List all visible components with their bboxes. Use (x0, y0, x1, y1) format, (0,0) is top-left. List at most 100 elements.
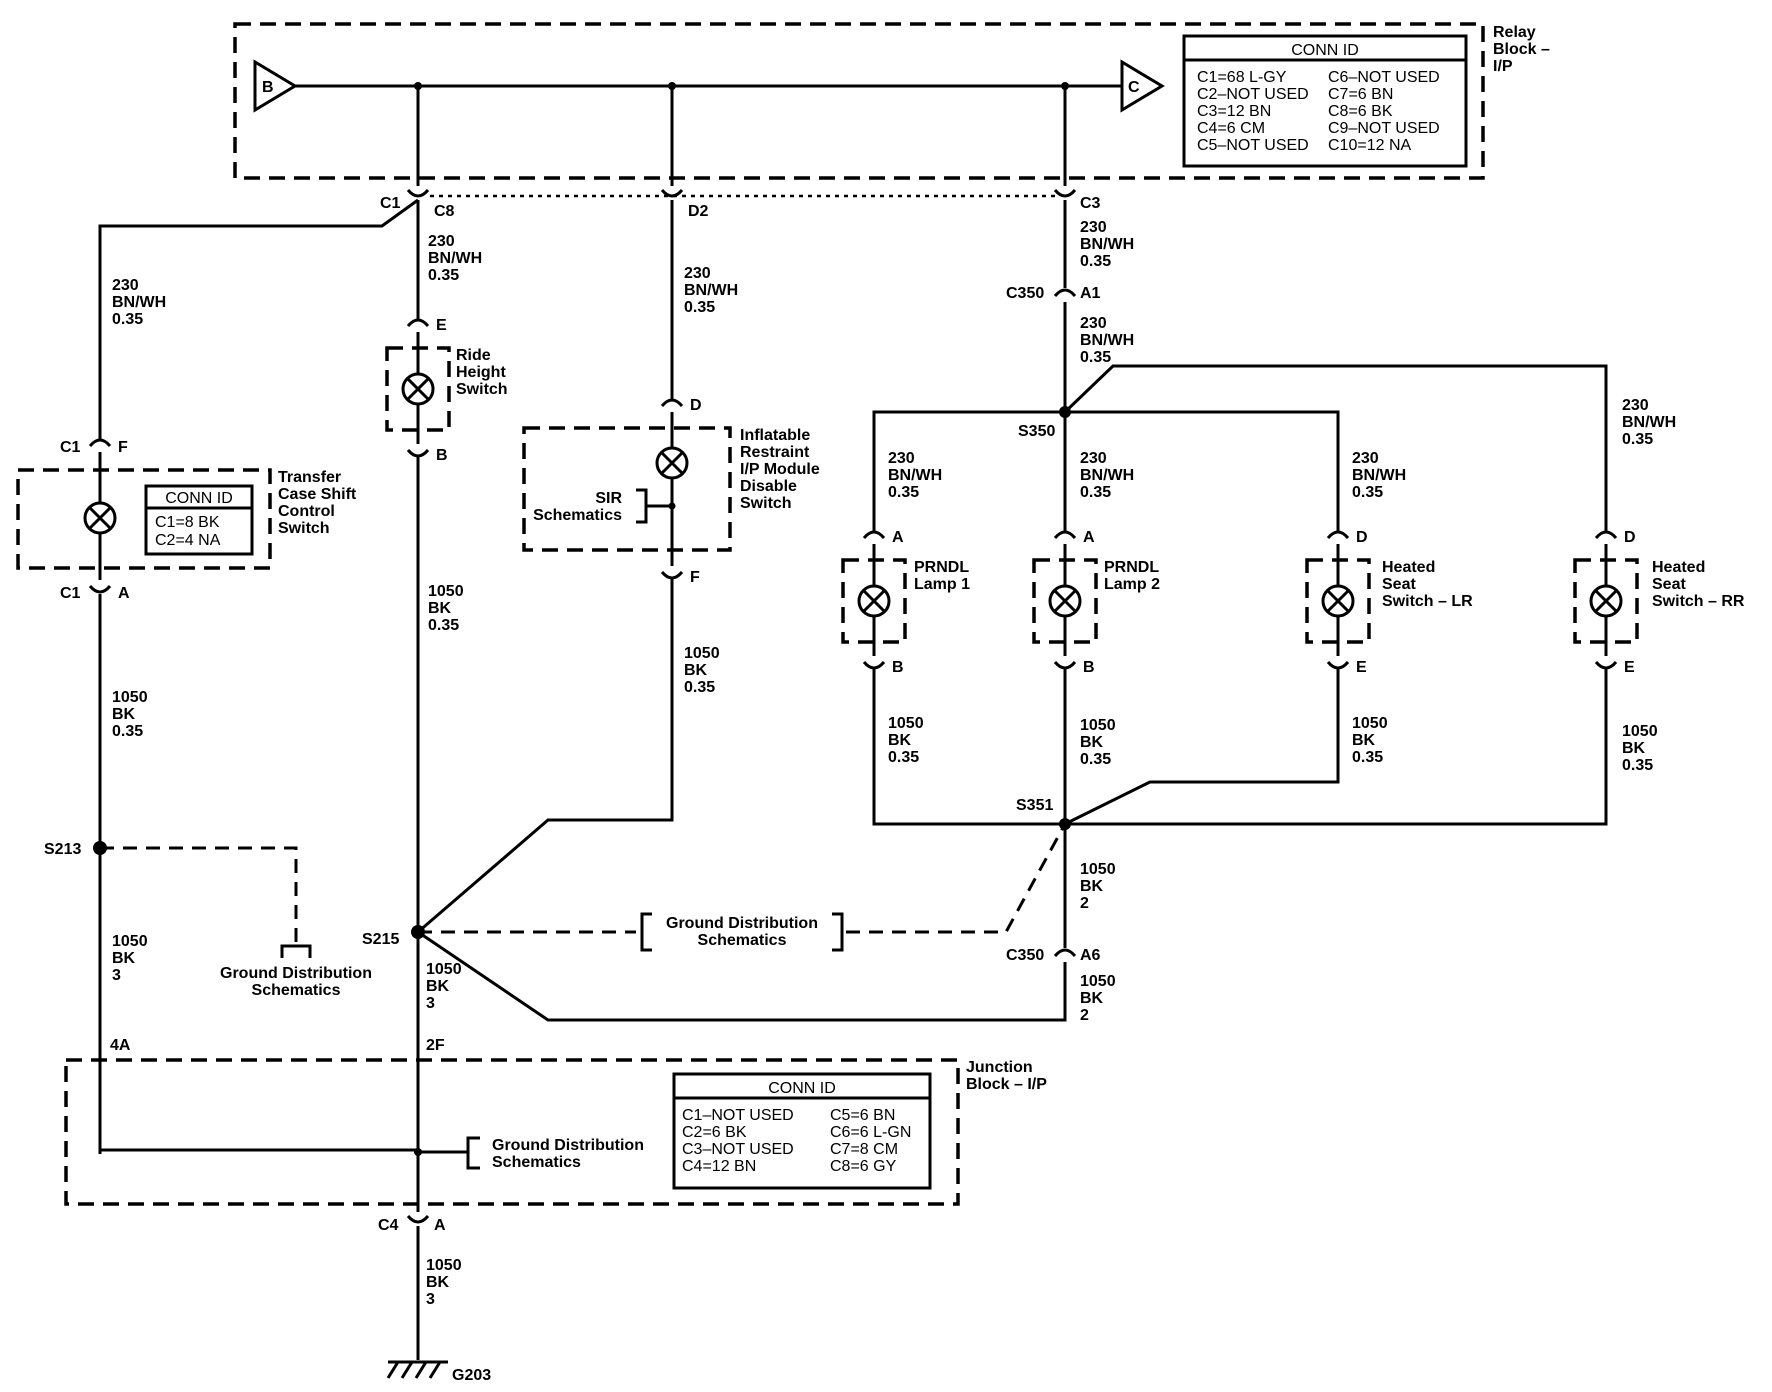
ground-label: G203 (452, 1367, 491, 1384)
connector-label-c350-top: C350 (1006, 285, 1044, 302)
gd2-bracket-right-icon (832, 912, 844, 952)
junction-conn-id-box (672, 1072, 932, 1190)
transfer-case-conn-0: C1=8 BK (155, 514, 220, 531)
relay-conn-right-1: C7=6 BN (1328, 86, 1393, 103)
connector-label-hr-d: D (1624, 529, 1636, 546)
junction-conn-left-1: C2=6 BK (682, 1124, 747, 1141)
connector-d2-icon (660, 188, 684, 198)
prndl-lamp-2-x2 (1052, 588, 1078, 614)
prndl-lamp-1-x2 (861, 588, 887, 614)
junction-conn-id-table: CONN ID C1–NOT USED C2=6 BK C3–NOT USED … (672, 1072, 932, 1190)
connector-label-p1-b: B (892, 659, 904, 676)
relay-conn-left-0: C1=68 L-GY (1197, 69, 1287, 86)
connector-label-tc-c1-f: C1 (60, 439, 81, 456)
connector-c4-icon (406, 1214, 430, 1224)
connector-label-jb-2f: 2F (426, 1037, 445, 1054)
junction-conn-right-1: C6=6 L-GN (830, 1124, 911, 1141)
connector-label-a1: A1 (1080, 285, 1101, 302)
connector-label-c1-top: C1 (380, 195, 401, 212)
connector-hl-e-icon (1326, 660, 1350, 670)
connector-symbols (88, 188, 1618, 1224)
junction-block-outline (64, 1058, 960, 1206)
ground-hatch-4 (428, 1361, 442, 1379)
relay-conn-right-2: C8=6 BK (1328, 103, 1393, 120)
connector-label-rh-b: B (436, 447, 448, 464)
ground-hatch-2 (400, 1361, 414, 1379)
wire-heated-lr-to-s351 (1064, 668, 1340, 826)
connector-label-a6: A6 (1080, 947, 1101, 964)
wire-inflatable-to-s215 (417, 578, 674, 934)
gd3-bracket-icon (466, 1136, 480, 1170)
connector-label-c4: C4 (378, 1217, 399, 1234)
connector-label-c3: C3 (1080, 195, 1101, 212)
connector-rh-b-icon (406, 448, 430, 458)
prndl-lamp-2-outline (1032, 558, 1098, 644)
connector-ir-d-icon (660, 398, 684, 408)
heated-seat-lr-outline (1305, 558, 1371, 644)
junction-conn-right-2: C7=8 CM (830, 1141, 898, 1158)
connector-tc-a-icon (88, 584, 112, 594)
connector-p2-b-icon (1053, 660, 1077, 670)
wires (98, 86, 1608, 1360)
connector-label-ir-d: D (690, 397, 702, 414)
junction-conn-left-2: C3–NOT USED (682, 1141, 794, 1158)
splice-s350-icon (1059, 406, 1071, 418)
connector-hr-d-icon (1594, 530, 1618, 540)
gd2-bracket-left-icon (640, 912, 652, 952)
relay-block-name-3: I/P (1493, 58, 1513, 75)
gd2-dashed-right (846, 823, 1067, 934)
connector-ir-f-icon (660, 570, 684, 580)
connector-label-tc-a: A (118, 585, 130, 602)
gd1-dashed-link (100, 846, 298, 942)
inflatable-restraint-outline (522, 426, 732, 552)
connector-c3-icon (1053, 188, 1077, 198)
output-terminal-c: C (1128, 79, 1140, 96)
gd1-bracket-icon (280, 944, 312, 958)
junction-conn-id-title: CONN ID (768, 1080, 836, 1097)
ground-g203: G203 (386, 1360, 491, 1384)
connector-c350-a6-icon (1053, 948, 1077, 958)
connector-tc-f-icon (88, 438, 112, 448)
junction-conn-left-0: C1–NOT USED (682, 1107, 794, 1124)
connector-label-jb-4a: 4A (110, 1037, 131, 1054)
connector-label-p2-b: B (1083, 659, 1095, 676)
wire-s350-to-heated-rr (1063, 364, 1608, 532)
ground-hatch-1 (386, 1361, 400, 1379)
relay-conn-id-title: CONN ID (1291, 42, 1359, 59)
input-terminal-b-icon (253, 59, 298, 113)
splice-s215: S215 (362, 931, 399, 948)
connector-label-tc-c1-a: C1 (60, 585, 81, 602)
transfer-case-conn-id-title: CONN ID (165, 490, 233, 507)
wire-c1-to-transfer-case (98, 198, 419, 440)
